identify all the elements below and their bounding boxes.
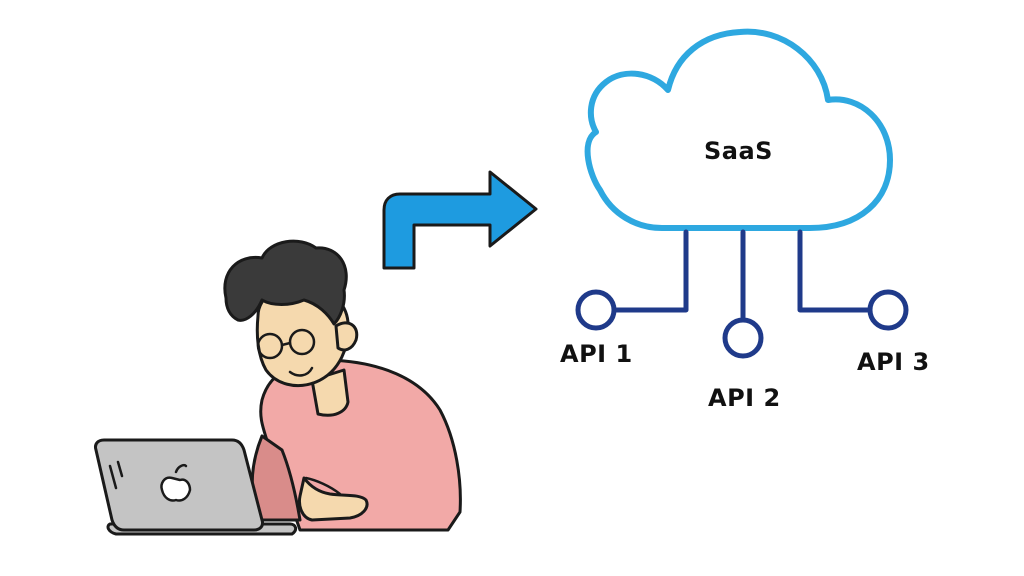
api-node-2-icon (722, 317, 764, 359)
api-connectors (611, 229, 875, 321)
laptop-highlight (108, 460, 124, 490)
person-finger (304, 476, 342, 496)
api-node-3-icon (867, 289, 909, 331)
connector-api-3 (797, 229, 875, 313)
person-hand (298, 476, 369, 522)
cloud-icon (584, 28, 893, 231)
person-with-laptop-icon (94, 239, 462, 536)
api-node-1-icon (575, 289, 617, 331)
person-neck (310, 368, 350, 417)
api-3-label: API 3 (857, 348, 930, 376)
api-nodes (575, 289, 909, 359)
person-ear (334, 321, 359, 352)
cloud-label: SaaS (704, 137, 773, 165)
glasses-icon (256, 328, 316, 360)
person-smile (288, 366, 314, 377)
arrow-icon (382, 170, 538, 270)
person-hair (223, 239, 348, 326)
laptop-logo-icon (160, 476, 192, 502)
person-arm-shadow (250, 434, 302, 522)
api-1-label: API 1 (560, 340, 633, 368)
laptop-logo-leaf (174, 464, 188, 474)
connector-api-1 (611, 229, 689, 313)
api-2-label: API 2 (708, 384, 781, 412)
